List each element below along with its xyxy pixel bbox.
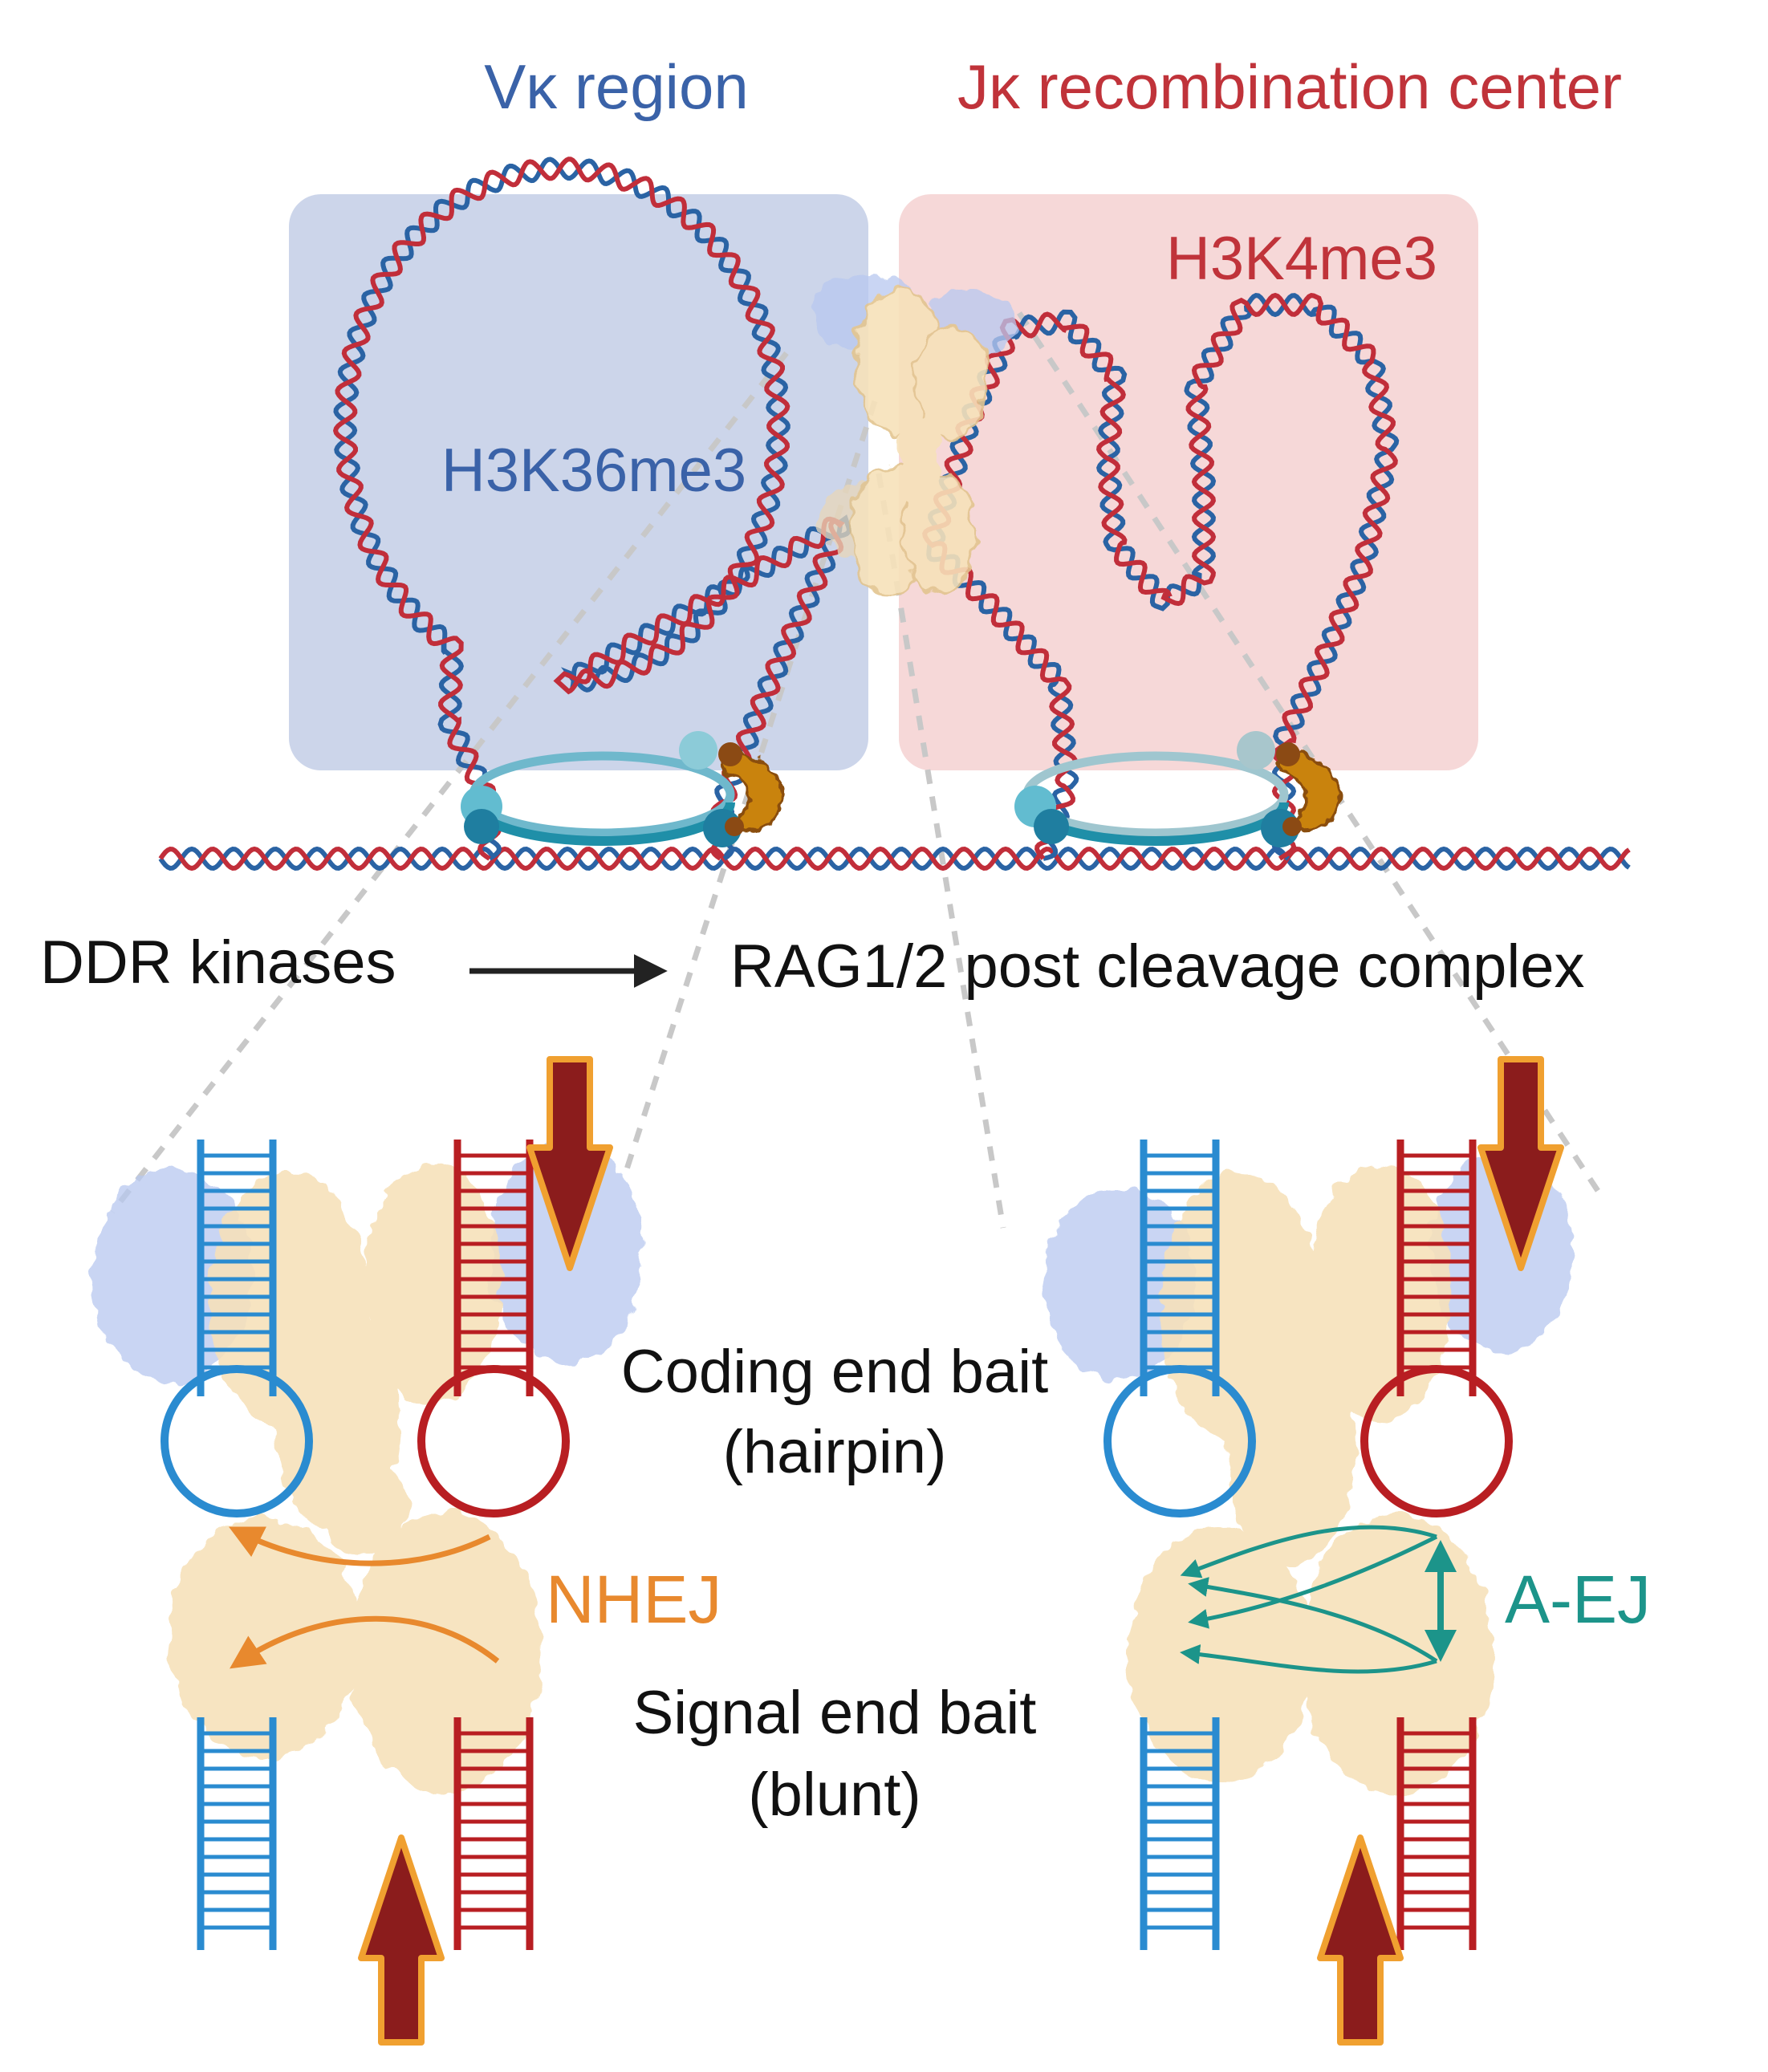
nhej-label: NHEJ: [546, 1562, 721, 1637]
aej-label: A-EJ: [1505, 1562, 1651, 1637]
left-blue-coding-end: [161, 1140, 313, 1517]
left-rag-blobs: [169, 1164, 542, 1794]
right-blue-coding-end: [1103, 1140, 1256, 1517]
coding-end-label-line2: (hairpin): [723, 1418, 947, 1486]
left-red-signal-end: [453, 1717, 534, 1950]
ctcf-right: [1276, 742, 1342, 836]
nhej-arrow-upper: [228, 1526, 491, 1566]
right-up-arrow: [1317, 1834, 1404, 2046]
ctcf-left: [718, 742, 784, 836]
left-blue-signal-end: [197, 1717, 277, 1950]
nhej-arrow-lower: [230, 1615, 500, 1669]
coding-end-label-line1: Coding end bait: [621, 1338, 1048, 1406]
right-rag-blobs: [1128, 1164, 1493, 1794]
h3k4-label: H3K4me3: [1166, 225, 1437, 293]
left-down-arrow: [526, 1056, 613, 1271]
left-up-arrow: [358, 1834, 445, 2046]
signal-end-label-line2: (blunt): [748, 1761, 921, 1829]
right-blue-signal-end: [1140, 1717, 1220, 1950]
ddr-kinases-label: DDR kinases: [40, 928, 396, 997]
right-complex: [1043, 1056, 1573, 2046]
right-red-coding-end: [1360, 1140, 1513, 1517]
right-red-signal-end: [1396, 1717, 1477, 1950]
vk-region-label: Vκ region: [484, 51, 749, 122]
right-down-arrow: [1477, 1056, 1564, 1271]
vk-chromatin-loop: [332, 156, 852, 861]
jk-center-label: Jκ recombination center: [957, 51, 1622, 122]
aej-arrows: [1180, 1525, 1457, 1674]
left-complex: [92, 1056, 642, 2046]
h3k36-label: H3K36me3: [441, 437, 746, 505]
left-red-coding-end: [417, 1140, 570, 1517]
rag-complex-label: RAG1/2 post cleavage complex: [730, 932, 1585, 1001]
rag-complex-top: [811, 274, 1015, 595]
signal-end-label-line1: Signal end bait: [633, 1679, 1037, 1747]
cohesin-ring-left: [461, 731, 742, 847]
genomic-dna: [158, 846, 1631, 871]
